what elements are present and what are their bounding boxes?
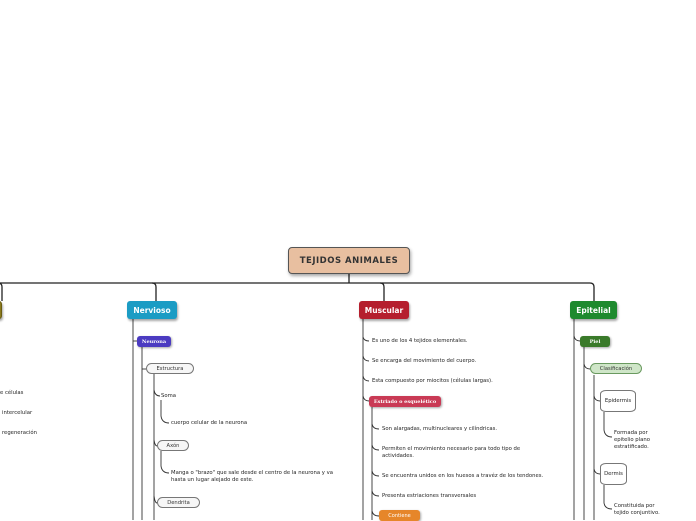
dermis-description: Constituida por tejido conjuntivo. [614,503,660,516]
estriado-fact-4: Presenta estriaciones transversales [382,493,477,499]
topic-estriado[interactable]: Estriado o esquelético [369,396,441,407]
topic-estructura[interactable]: Estructura [146,363,194,374]
left-item-1: e células [0,390,24,396]
topic-dendrita[interactable]: Dendrita [157,497,200,508]
axon-description-line-1: Manga o "brazo" que sale desde el centro… [171,470,333,476]
topic-clasificacion[interactable]: Clasificación [590,363,642,374]
muscular-fact-2: Se encarga del movimiento del cuerpo. [372,358,477,364]
estriado-fact-1: Son alargadas, multinucleares y cilíndri… [382,426,498,432]
branch-muscular[interactable]: Muscular [359,301,409,319]
topic-neurona[interactable]: Neurona [137,336,171,347]
muscular-fact-3: Esta compuesto por miocitos (células lar… [372,378,493,384]
topic-dermis[interactable]: Dermis [600,463,627,485]
topic-piel[interactable]: Piel [580,336,610,347]
left-item-3: regeneración [2,430,37,436]
soma-description: cuerpo celular de la neurona [171,420,248,426]
branch-nervioso[interactable]: Nervioso [127,301,177,319]
muscular-fact-1: Es uno de los 4 tejidos elementales. [372,338,468,344]
estriado-fact-2-cont: actividades. [382,453,414,459]
epidermis-description: Formada por epitelio plano estratificado… [614,430,650,450]
root-topic[interactable]: TEJIDOS ANIMALES [288,247,410,274]
axon-description-line-2: hasta un lugar alejado de este. [171,477,254,483]
soma-label: Soma [161,393,177,399]
branch-epitelial[interactable]: Epitelial [570,301,617,319]
left-item-2: intercelular [2,410,33,416]
left-partial-branch[interactable] [0,301,2,319]
estriado-fact-3: Se encuentra unidos en los huesos a trav… [382,473,544,479]
topic-epidermis[interactable]: Epidermis [600,390,636,412]
topic-contiene[interactable]: Contiene [379,510,420,521]
topic-axon[interactable]: Axón [157,440,189,451]
estriado-fact-2: Permiten el movimiento necesario para to… [382,446,521,452]
